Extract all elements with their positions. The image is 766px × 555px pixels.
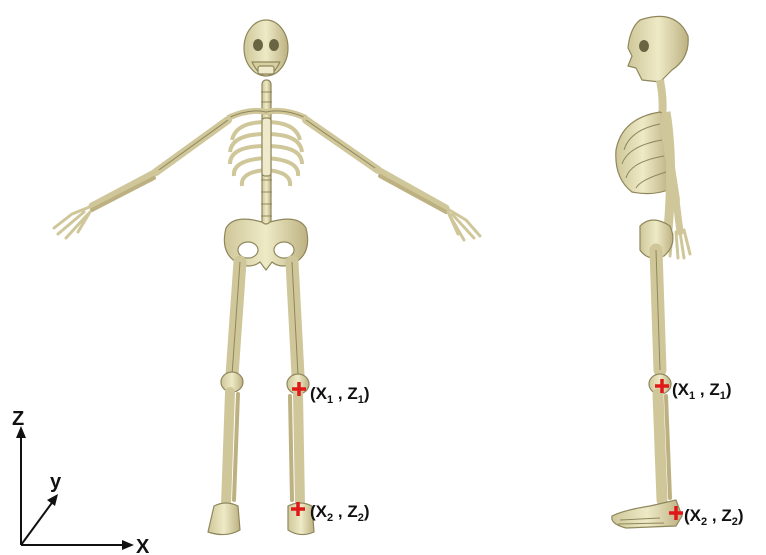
z-axis-label: Z xyxy=(12,408,24,430)
x-arrow-icon xyxy=(122,540,134,550)
axes-indicator xyxy=(21,432,128,545)
side-point2-label: (X2 , Z2) xyxy=(684,506,744,528)
front-point1-label: (X1 , Z1) xyxy=(310,384,370,406)
x-axis-label: X xyxy=(136,536,150,555)
y-axis-line xyxy=(21,500,54,545)
y-axis-label: y xyxy=(50,471,62,493)
skeleton-side-icon xyxy=(612,16,690,528)
side-point1-label: (X1 , Z1) xyxy=(672,380,732,402)
axis-arrowheads xyxy=(16,426,134,550)
y-arrow-icon xyxy=(47,494,58,506)
front-point2-label: (X2 , Z2) xyxy=(310,502,370,524)
skeleton-front-icon xyxy=(54,20,480,535)
